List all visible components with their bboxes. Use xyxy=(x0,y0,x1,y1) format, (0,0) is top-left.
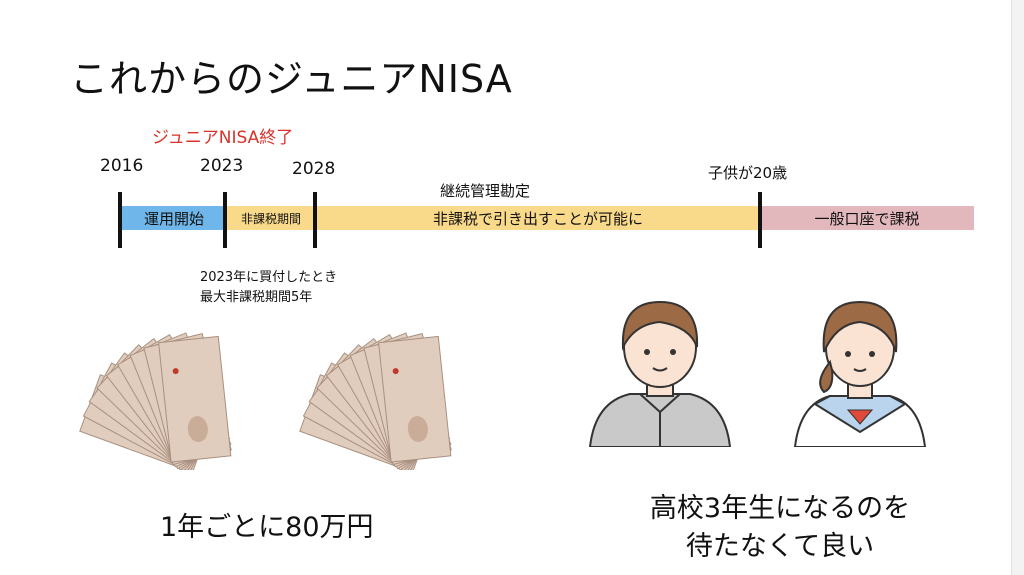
note-purchase-2023: 2023年に買付したとき xyxy=(200,270,338,285)
year-2028: 2028 xyxy=(292,159,336,179)
banknote-icon xyxy=(79,332,232,470)
segment-operation-label: 運用開始 xyxy=(143,209,204,228)
segment-general-label: 一般口座で課税 xyxy=(814,209,920,228)
segment-general-account: 一般口座で課税 xyxy=(760,206,974,230)
timeline-marker-2023 xyxy=(223,192,227,248)
timeline-marker-2016 xyxy=(118,192,122,248)
timeline-marker-age20 xyxy=(758,192,762,248)
year-2016: 2016 xyxy=(100,156,144,176)
segment-withdraw-label: 非課税で引き出すことが可能に xyxy=(432,209,643,228)
child-age-20-label: 子供が20歳 xyxy=(708,164,788,182)
banknote-fan-left xyxy=(79,332,232,470)
note-max-period: 最大非課税期間5年 xyxy=(200,290,313,305)
timeline-marker-2028 xyxy=(313,192,317,248)
continuing-account-label: 継続管理勘定 xyxy=(440,182,531,200)
right-frame-edge xyxy=(1011,0,1024,575)
students-caption-line1: 高校3年生になるのを xyxy=(649,493,911,524)
year-2023: 2023 xyxy=(200,156,244,176)
segment-taxfree-withdraw: 非課税で引き出すことが可能に xyxy=(316,206,760,230)
segment-taxfree-label: 非課税期間 xyxy=(240,211,301,226)
segment-operation-start: 運用開始 xyxy=(122,206,226,230)
banknote-fan-right xyxy=(299,332,452,470)
banknote-icon xyxy=(299,332,452,470)
slide-title: これからのジュニアNISA xyxy=(70,57,513,101)
segment-taxfree-period: 非課税期間 xyxy=(226,206,316,230)
students-caption-line2: 待たなくて良い xyxy=(685,531,875,562)
boy-student-icon xyxy=(588,300,732,447)
junior-nisa-end-label: ジュニアNISA終了 xyxy=(152,128,294,148)
girl-student-icon xyxy=(793,300,927,447)
money-caption: 1年ごとに80万円 xyxy=(160,512,374,543)
